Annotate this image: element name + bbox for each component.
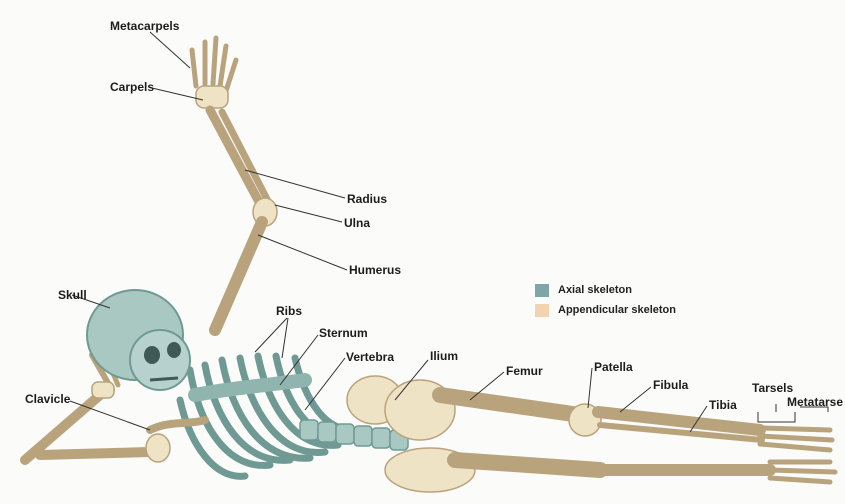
label-patella: Patella <box>594 360 633 374</box>
legend-swatch-appendicular <box>535 304 549 317</box>
legend-label-appendicular: Appendicular skeleton <box>558 304 676 316</box>
label-metacarpels: Metacarpels <box>110 19 179 33</box>
label-clavicle: Clavicle <box>25 392 70 406</box>
legend-label-axial: Axial skeleton <box>558 284 632 296</box>
label-ribs: Ribs <box>276 304 302 318</box>
label-metatarse: Metatarse <box>787 395 843 409</box>
label-carpels: Carpels <box>110 80 154 94</box>
label-fibula: Fibula <box>653 378 688 392</box>
label-skull: Skull <box>58 288 87 302</box>
label-ilium: Ilium <box>430 349 458 363</box>
legend-item-axial: Axial skeleton <box>535 282 676 298</box>
label-ulna: Ulna <box>344 216 370 230</box>
label-tibia: Tibia <box>709 398 737 412</box>
legend-item-appendicular: Appendicular skeleton <box>535 302 676 318</box>
label-vertebra: Vertebra <box>346 350 394 364</box>
legend-swatch-axial <box>535 284 549 297</box>
label-tarsels: Tarsels <box>752 381 793 395</box>
raised-arm <box>192 38 277 330</box>
label-sternum: Sternum <box>319 326 368 340</box>
label-radius: Radius <box>347 192 387 206</box>
label-femur: Femur <box>506 364 543 378</box>
clavicle <box>150 420 205 430</box>
label-humerus: Humerus <box>349 263 401 277</box>
legend: Axial skeleton Appendicular skeleton <box>535 282 676 322</box>
